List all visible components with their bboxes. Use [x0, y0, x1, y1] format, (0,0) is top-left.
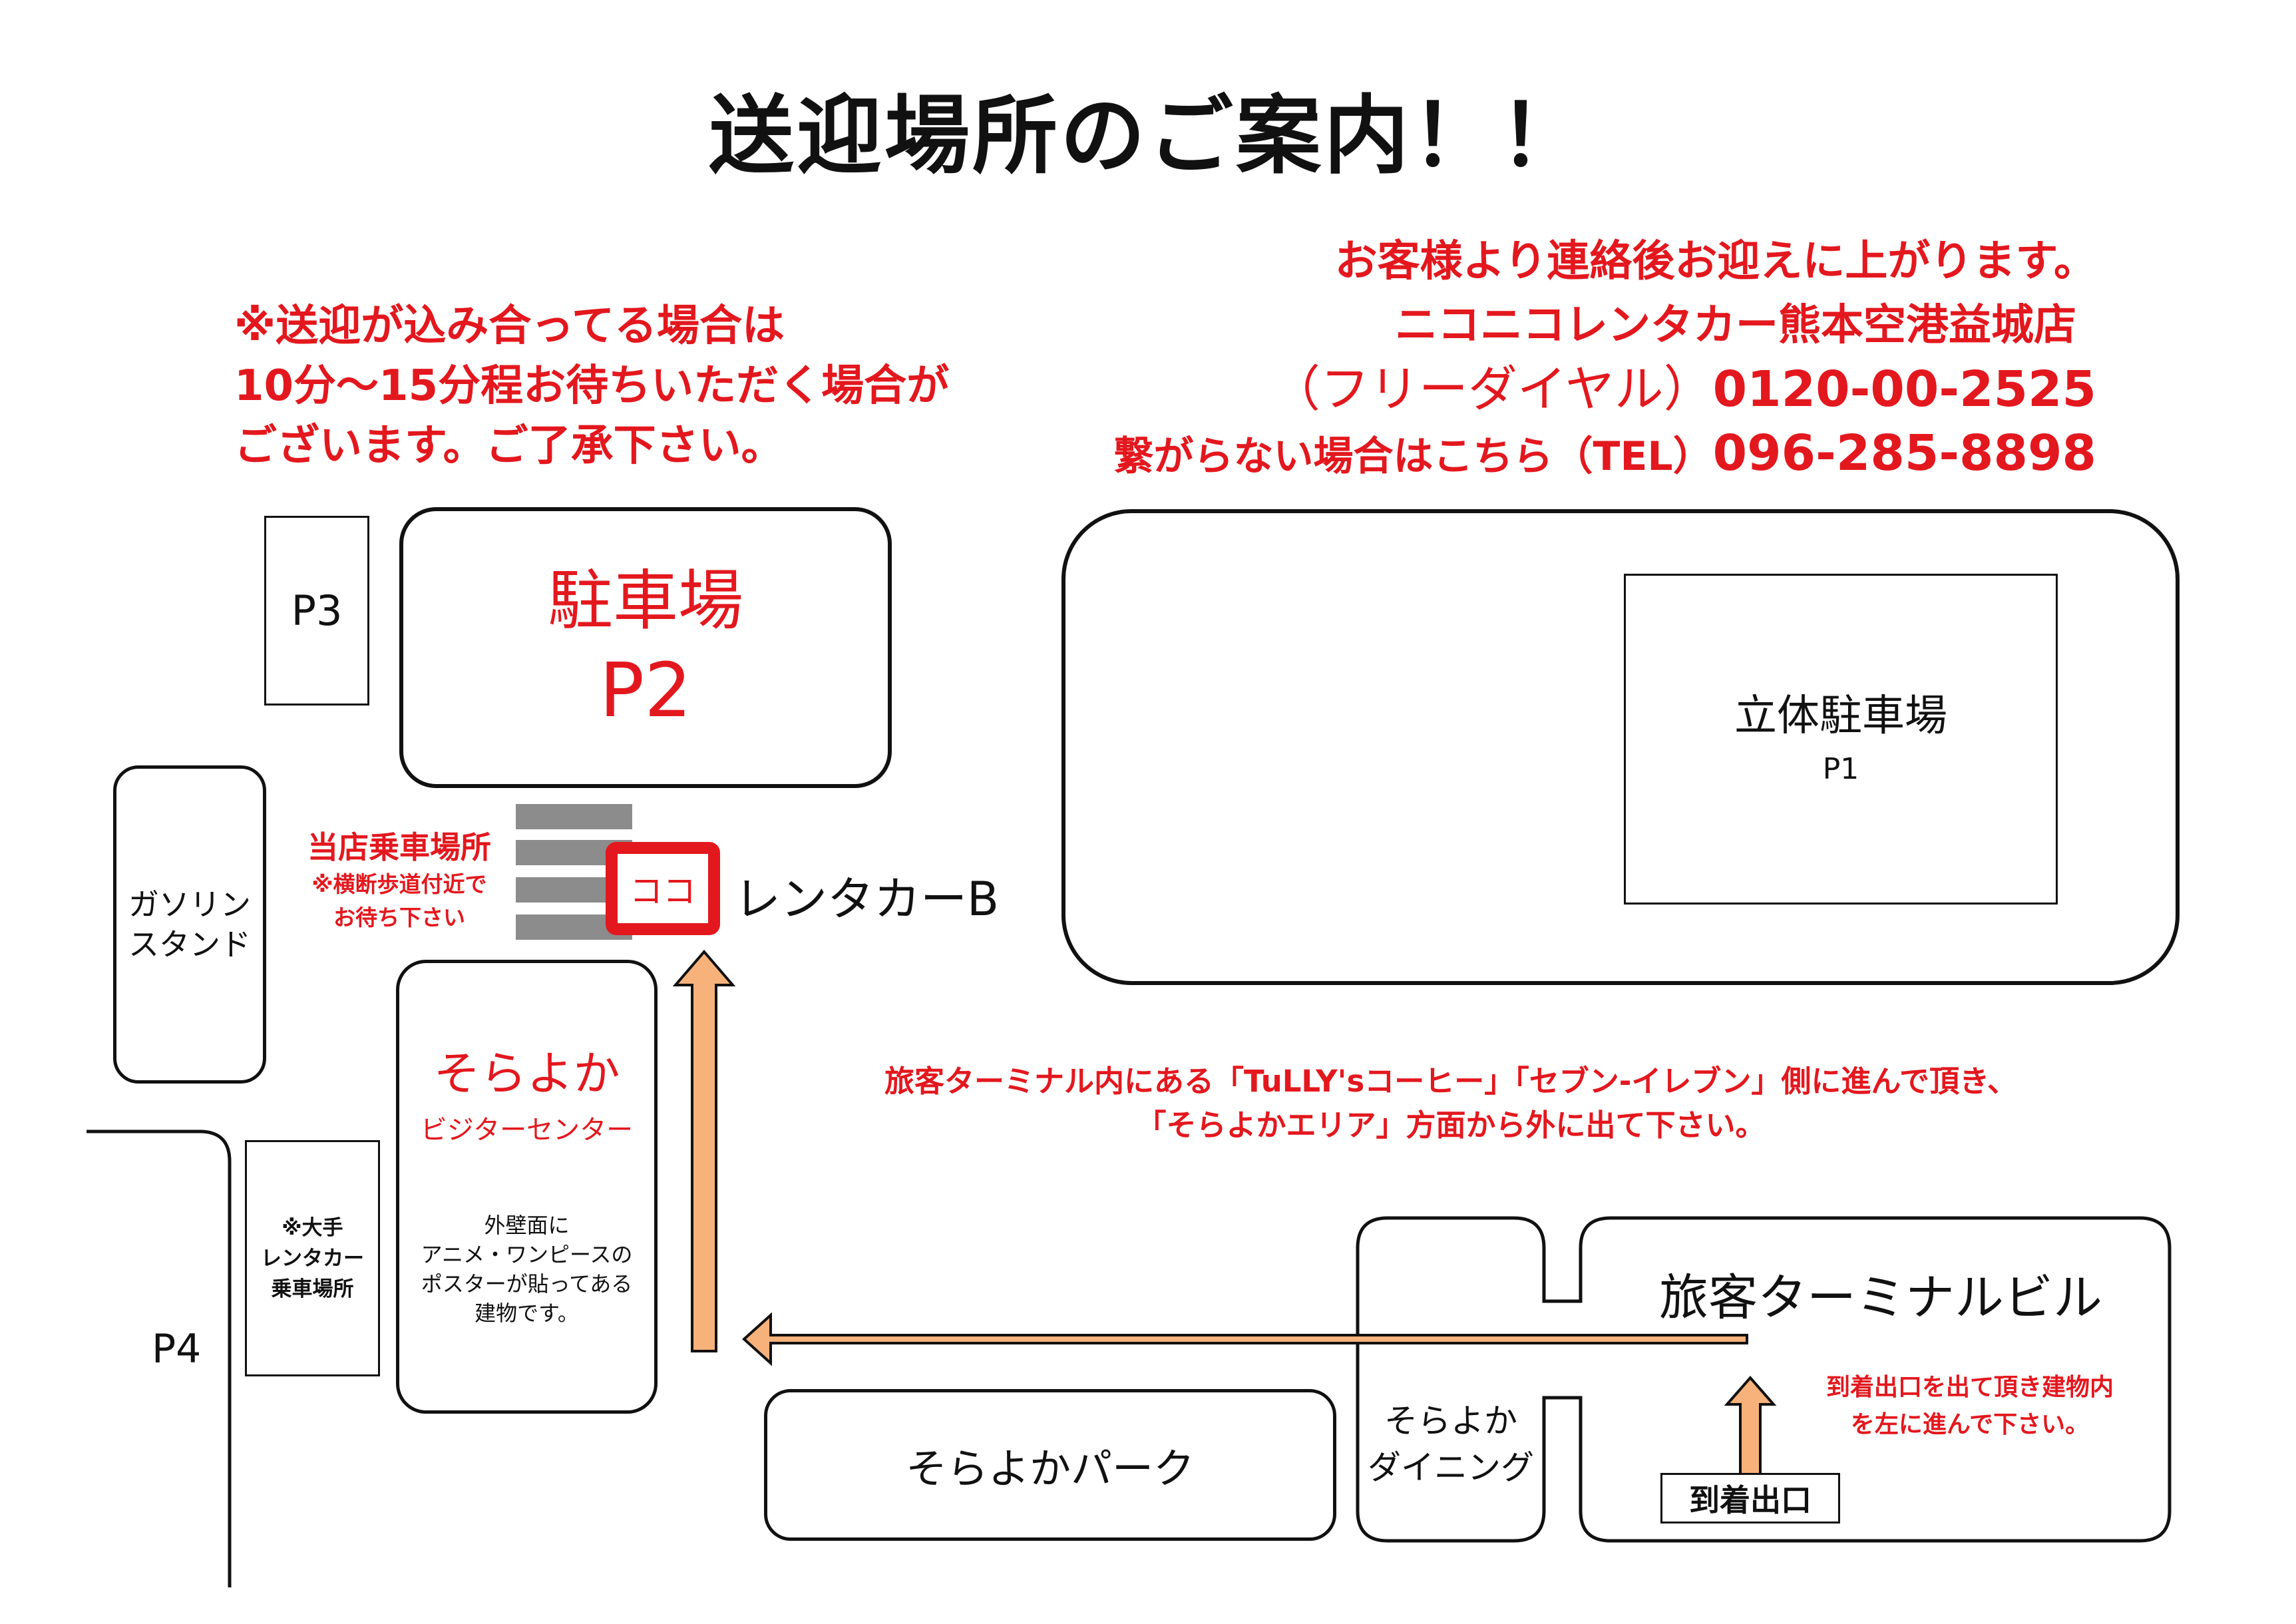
visitor-desc-line: 建物です。: [475, 1301, 579, 1326]
boarding-title: 当店乗車場所: [307, 829, 491, 865]
arrival-exit-label: 到着出口: [1689, 1482, 1812, 1518]
tel-label: 繋がらない場合はこちら（TEL）: [1113, 433, 1713, 480]
arrow-up-to-boarding: [672, 949, 736, 1352]
page-title: 送迎場所のご案内！！: [708, 87, 1587, 186]
boarding-label: 当店乗車場所 ※横断歩道付近で お待ち下さい: [286, 827, 512, 934]
freedial-number[interactable]: 0120-00-2525: [1712, 361, 2096, 418]
notice-left: ※送迎が込み合ってる場合は 10分〜15分程お待ちいただく場合が ございます。ご…: [234, 296, 949, 476]
p2-code: P2: [599, 648, 692, 734]
arrow-left-from-terminal: [742, 1312, 1748, 1366]
notice-left-line: ※送迎が込み合ってる場合は: [234, 302, 785, 351]
soraka-park: そらよかパーク: [764, 1389, 1336, 1541]
major-rental-line: 乗車場所: [271, 1277, 354, 1301]
soraka-dining-line: ダイニング: [1368, 1448, 1534, 1487]
p4-label: P4: [152, 1326, 202, 1372]
here-marker[interactable]: ココ: [606, 842, 720, 935]
visitor-desc-line: アニメ・ワンピースの: [421, 1242, 633, 1267]
road-p4-edge: [87, 1129, 232, 1587]
crosswalk-stripe: [516, 804, 632, 829]
soraka-dining-line: そらよか: [1384, 1402, 1517, 1440]
freedial-row: （フリーダイヤル）0120-00-2525: [998, 357, 2096, 421]
gas-station: ガソリン スタンド: [113, 765, 266, 1084]
arrival-note-line: 到着出口を出て頂き建物内: [1825, 1374, 2114, 1401]
shop-name: ニコニコレンタカー熊本空港益城店: [1395, 301, 2076, 350]
major-rental-line: ※大手: [282, 1215, 343, 1240]
visitor-desc-line: 外壁面に: [484, 1213, 570, 1238]
visitor-center-name: そらよか: [433, 1046, 620, 1101]
soraka-dining: そらよか ダイニング: [1358, 1398, 1544, 1491]
visitor-desc-line: ポスターが貼ってある: [421, 1271, 633, 1297]
major-rental-pickup: ※大手 レンタカー 乗車場所: [245, 1140, 380, 1376]
p3-label: P3: [291, 586, 343, 635]
direction-note: 旅客ターミナル内にある「TuLLY'sコーヒー」「セブン-イレブン」側に進んで頂…: [765, 1060, 2136, 1147]
visitor-center-sub: ビジターセンター: [420, 1115, 634, 1145]
p1-name: 立体駐車場: [1734, 691, 1947, 741]
parking-p3: P3: [264, 516, 369, 706]
tel-number[interactable]: 096-285-8898: [1712, 425, 2096, 482]
arrival-note-line: を左に進んで下さい。: [1850, 1411, 2090, 1438]
terminal-label: 旅客ターミナルビル: [1659, 1269, 2102, 1326]
tel-row: 繋がらない場合はこちら（TEL）096-285-8898: [998, 421, 2096, 489]
p2-title: 駐車場: [547, 563, 743, 639]
freedial-label: （フリーダイヤル）: [1270, 361, 1713, 418]
major-rental-line: レンタカー: [261, 1246, 364, 1271]
boarding-note: お待ち下さい: [333, 905, 465, 930]
arrival-exit: 到着出口: [1660, 1473, 1840, 1523]
gas-station-line: ガソリン: [128, 887, 251, 922]
notice-right: お客様より連絡後お迎えに上がります。 ニコニコレンタカー熊本空港益城店 （フリー…: [998, 230, 2096, 489]
gas-station-line: スタンド: [128, 926, 251, 962]
contact-intro: お客様より連絡後お迎えに上がります。: [1334, 237, 2096, 286]
visitor-center: そらよか ビジターセンター 外壁面に アニメ・ワンピースの ポスターが貼ってある…: [396, 960, 658, 1414]
rental-b-label: レンタカーB: [734, 872, 1000, 926]
here-label: ココ: [630, 872, 696, 911]
direction-line: 「そらよかエリア」方面から外に出て下さい。: [1136, 1108, 1766, 1143]
arrival-note: 到着出口を出て頂き建物内 を左に進んで下さい。: [1790, 1369, 2150, 1444]
visitor-center-desc: 外壁面に アニメ・ワンピースの ポスターが貼ってある 建物です。: [399, 1211, 654, 1328]
p1-code: P1: [1822, 751, 1859, 786]
parking-p2: 駐車場 P2: [399, 507, 892, 788]
soraka-park-label: そらよかパーク: [905, 1444, 1195, 1493]
notice-left-line: 10分〜15分程お待ちいただく場合が: [234, 361, 950, 411]
parking-p1: 立体駐車場 P1: [1624, 574, 2058, 905]
arrow-up-from-exit: [1724, 1375, 1777, 1486]
boarding-note: ※横断歩道付近で: [311, 871, 487, 897]
direction-line: 旅客ターミナル内にある「TuLLY'sコーヒー」「セブン-イレブン」側に進んで頂…: [884, 1064, 2018, 1099]
notice-left-line: ございます。ご了承下さい。: [234, 421, 784, 471]
terminal-outline: [1356, 1216, 2172, 1543]
